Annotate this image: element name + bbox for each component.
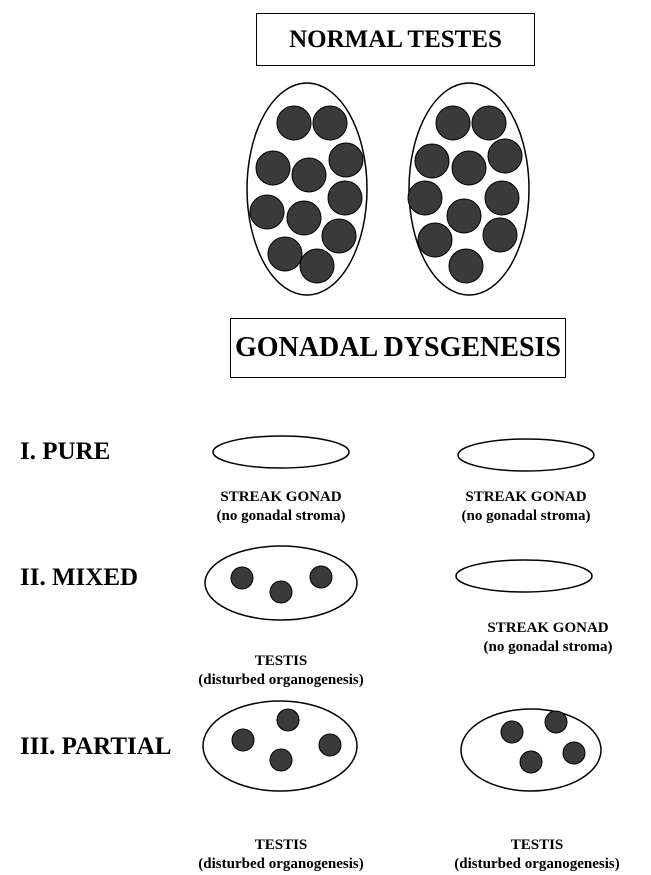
tubule — [408, 181, 442, 215]
row-label-partial: III. PARTIAL — [20, 733, 171, 761]
caption-line-2: (disturbed organogenesis) — [171, 855, 391, 874]
caption-line-1: TESTIS — [171, 836, 391, 855]
mixed-left-caption: TESTIS (disturbed organogenesis) — [171, 652, 391, 690]
tubule — [472, 106, 506, 140]
caption-line-1: TESTIS — [171, 652, 391, 671]
pure-right-caption: STREAK GONAD (no gonadal stroma) — [426, 488, 626, 526]
tubule — [256, 151, 290, 185]
tubule — [415, 144, 449, 178]
tubule — [277, 709, 299, 731]
caption-line-2: (no gonadal stroma) — [181, 507, 381, 526]
mixed-right-caption: STREAK GONAD (no gonadal stroma) — [448, 619, 648, 657]
tubule — [322, 219, 356, 253]
tubule — [319, 734, 341, 756]
tubule — [313, 106, 347, 140]
tubule — [447, 199, 481, 233]
tubule — [270, 749, 292, 771]
row-label-mixed: II. MIXED — [20, 564, 138, 592]
tubule — [483, 218, 517, 252]
tubule — [270, 581, 292, 603]
tubule — [232, 729, 254, 751]
pure-right-streak-gonad — [458, 439, 594, 471]
tubule — [520, 751, 542, 773]
tubule — [300, 249, 334, 283]
tubule — [231, 567, 253, 589]
tubule — [501, 721, 523, 743]
row-label-pure: I. PURE — [20, 438, 110, 466]
caption-line-1: STREAK GONAD — [448, 619, 648, 638]
tubule — [292, 158, 326, 192]
caption-line-2: (no gonadal stroma) — [426, 507, 626, 526]
mixed-right-streak-gonad — [456, 560, 592, 592]
tubule — [563, 742, 585, 764]
tubule — [328, 181, 362, 215]
tubule — [250, 195, 284, 229]
tubule — [449, 249, 483, 283]
pure-left-streak-gonad — [213, 436, 349, 468]
tubule — [268, 237, 302, 271]
pure-left-caption: STREAK GONAD (no gonadal stroma) — [181, 488, 381, 526]
caption-line-1: STREAK GONAD — [181, 488, 381, 507]
tubule — [488, 139, 522, 173]
tubule — [436, 106, 470, 140]
caption-line-1: STREAK GONAD — [426, 488, 626, 507]
caption-line-2: (disturbed organogenesis) — [427, 855, 647, 874]
tubule — [287, 201, 321, 235]
tubule — [452, 151, 486, 185]
tubule — [545, 711, 567, 733]
tubule — [277, 106, 311, 140]
caption-line-1: TESTIS — [427, 836, 647, 855]
partial-right-caption: TESTIS (disturbed organogenesis) — [427, 836, 647, 874]
tubule — [329, 143, 363, 177]
tubule — [418, 223, 452, 257]
caption-line-2: (no gonadal stroma) — [448, 638, 648, 657]
partial-left-caption: TESTIS (disturbed organogenesis) — [171, 836, 391, 874]
tubule — [310, 566, 332, 588]
tubule — [485, 181, 519, 215]
caption-line-2: (disturbed organogenesis) — [171, 671, 391, 690]
